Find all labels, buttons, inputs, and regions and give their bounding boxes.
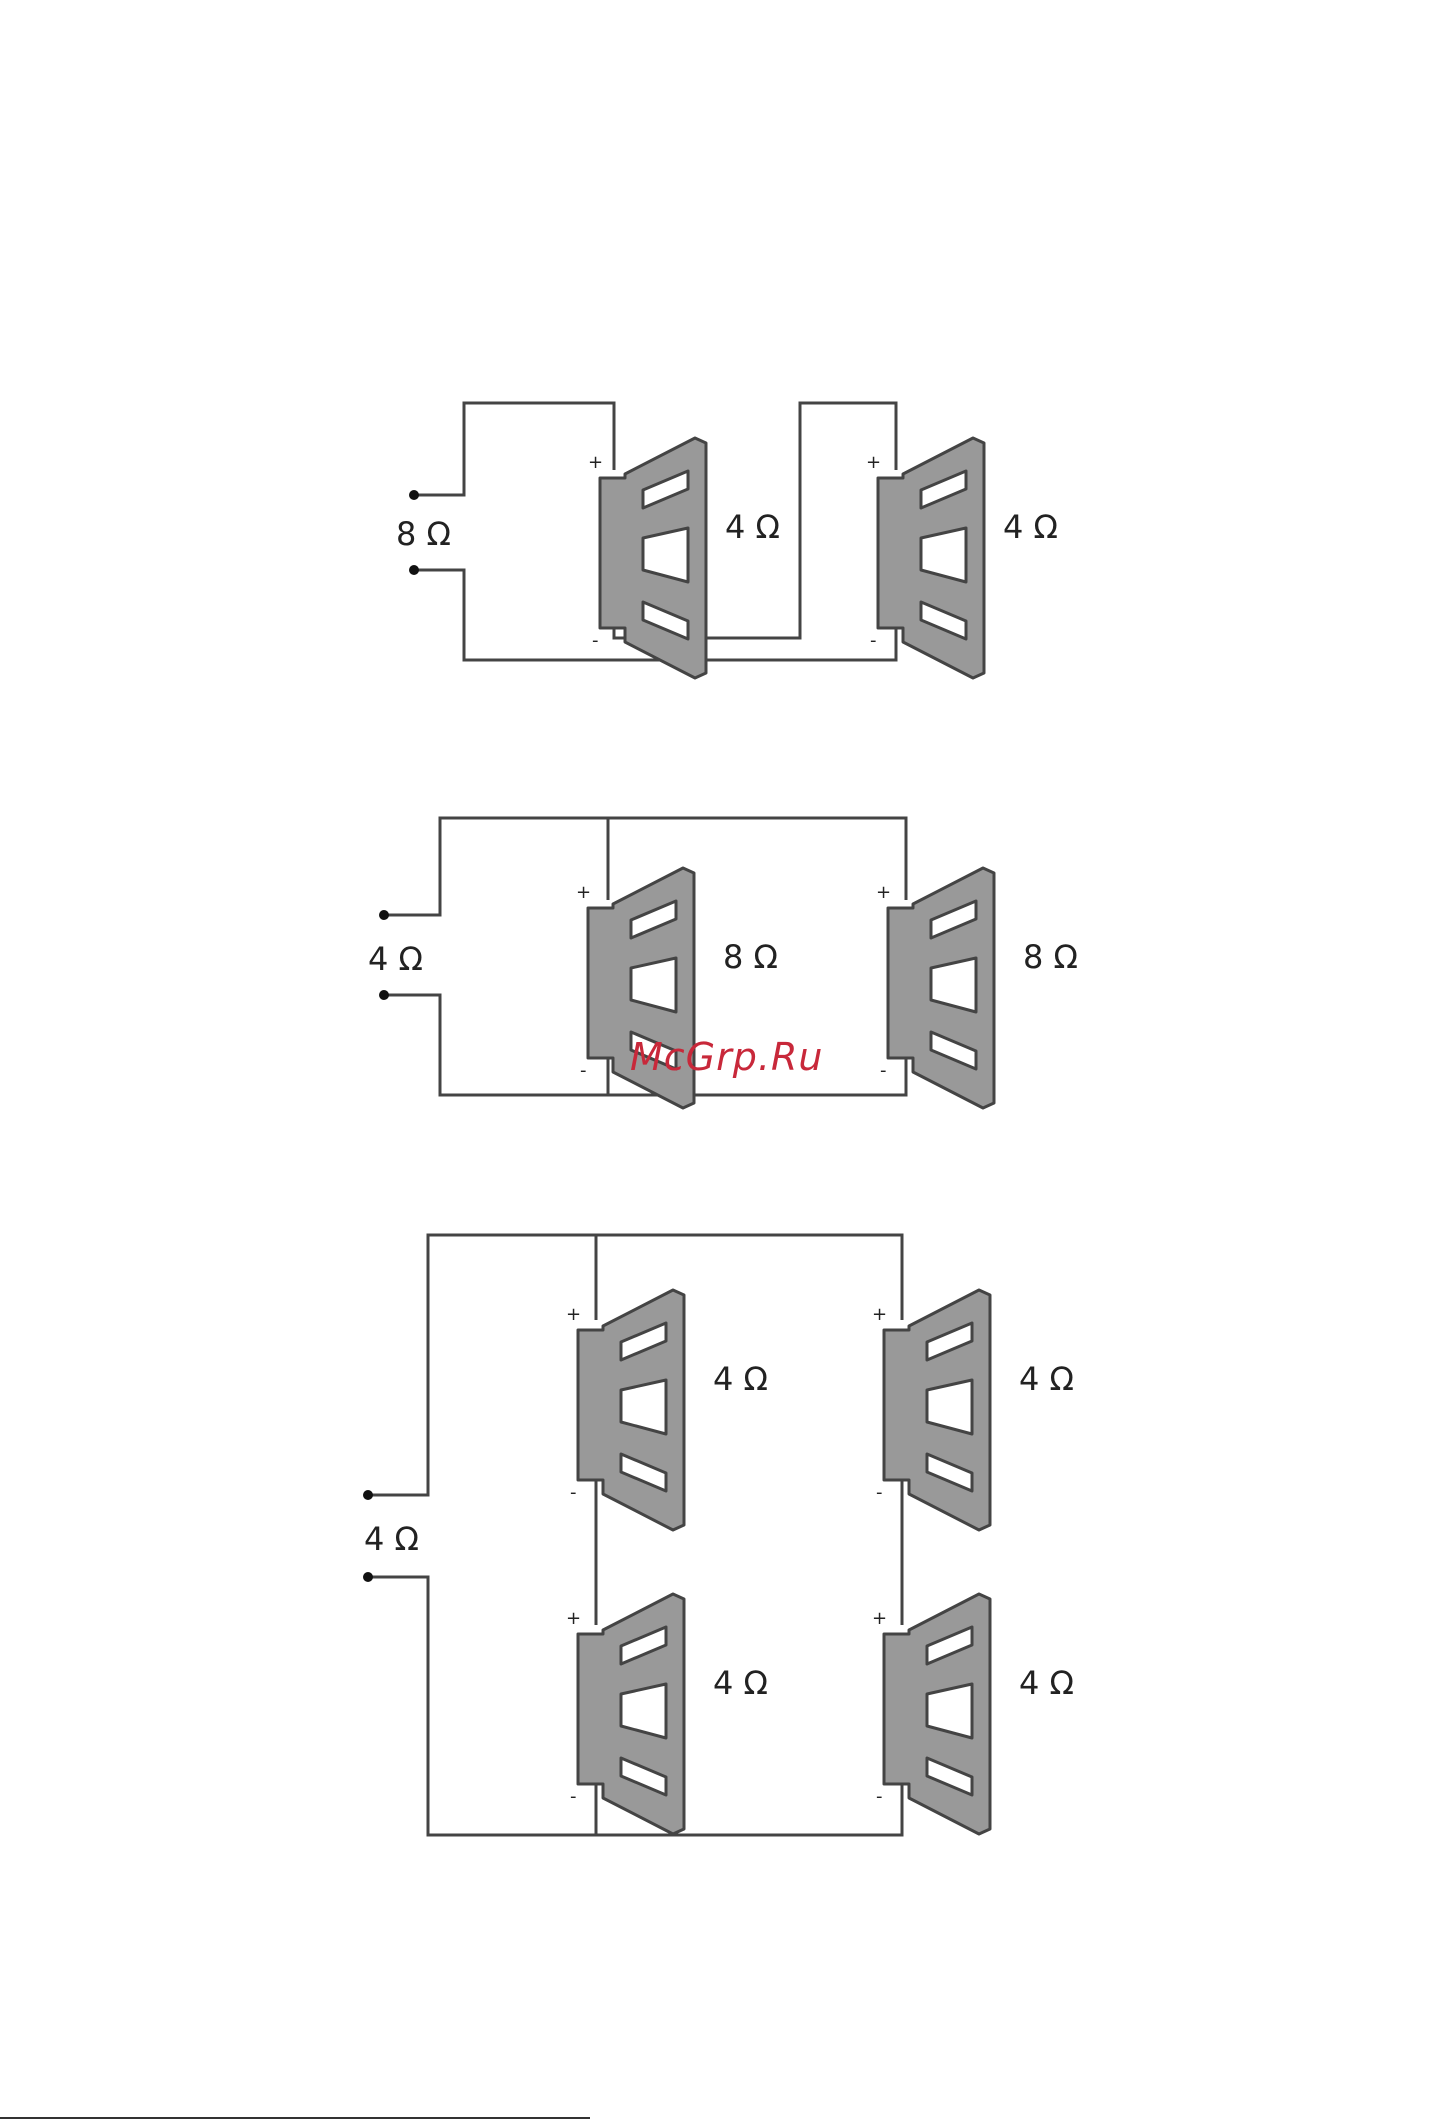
watermark: McGrp.Ru (630, 1035, 823, 1079)
polarity-plus: + (872, 1304, 887, 1325)
polarity-minus: - (570, 1482, 577, 1503)
speaker-label: 4 Ω (1019, 1664, 1074, 1702)
polarity-plus: + (588, 452, 603, 473)
speaker-label: 4 Ω (1019, 1360, 1074, 1398)
input-label-d2: 4 Ω (368, 940, 423, 978)
polarity-minus: - (570, 1786, 577, 1807)
polarity-minus: - (876, 1482, 883, 1503)
speaker-label: 4 Ω (725, 508, 780, 546)
speaker-label: 4 Ω (713, 1360, 768, 1398)
polarity-minus: - (592, 630, 599, 651)
speaker-label: 4 Ω (1003, 508, 1058, 546)
speaker-label: 8 Ω (723, 938, 778, 976)
polarity-minus: - (870, 630, 877, 651)
diagram-series: 8 Ω + - 4 Ω + - 4 Ω (396, 403, 1058, 678)
polarity-plus: + (872, 1608, 887, 1629)
diagram-parallel: 4 Ω + - 8 Ω + - 8 Ω McGrp.Ru (368, 818, 1078, 1108)
terminal-d3-positive (363, 1490, 373, 1500)
polarity-minus: - (880, 1060, 887, 1081)
polarity-plus: + (566, 1304, 581, 1325)
terminal-d1-negative (409, 565, 419, 575)
polarity-plus: + (576, 882, 591, 903)
diagram-series-parallel: 4 Ω + - 4 Ω + - 4 Ω + - 4 Ω + - 4 Ω (363, 1235, 1074, 1835)
polarity-minus: - (876, 1786, 883, 1807)
terminal-d2-positive (379, 910, 389, 920)
terminal-d3-negative (363, 1572, 373, 1582)
terminal-d2-negative (379, 990, 389, 1000)
speaker-label: 4 Ω (713, 1664, 768, 1702)
polarity-plus: + (866, 452, 881, 473)
speaker-d1-1: + - 4 Ω (588, 438, 780, 678)
polarity-plus: + (876, 882, 891, 903)
wire-d1-top-left (414, 403, 614, 495)
terminal-d1-positive (409, 490, 419, 500)
polarity-minus: - (580, 1060, 587, 1081)
speaker-label: 8 Ω (1023, 938, 1078, 976)
input-label-d3: 4 Ω (364, 1520, 419, 1558)
polarity-plus: + (566, 1608, 581, 1629)
input-label-d1: 8 Ω (396, 515, 451, 553)
